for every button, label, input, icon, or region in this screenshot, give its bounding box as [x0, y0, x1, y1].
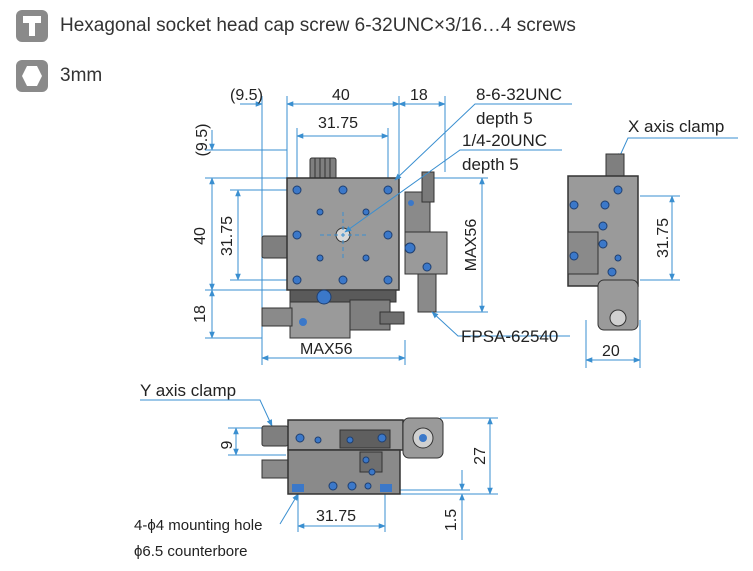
y-clamp-knob: [261, 425, 289, 447]
dim-width-40: 40: [332, 87, 350, 104]
side-view: X axis clamp 31.75 20: [567, 117, 738, 368]
dim-left-offset: (9.5): [194, 124, 211, 157]
side-dim-20: 20: [602, 343, 620, 360]
front-dim-9: 9: [219, 440, 236, 449]
wrench-legend: 3mm: [16, 60, 102, 92]
dim-bottom-18: 18: [192, 305, 209, 323]
dim-inner-h-3175: 31.75: [219, 216, 236, 256]
side-screws: [569, 185, 623, 277]
model-label: FPSA-62540: [461, 327, 558, 346]
side-micrometer: [597, 279, 639, 331]
front-dim-27: 27: [472, 447, 489, 465]
micrometer-barrel: [417, 273, 437, 313]
top-view-stage: [261, 157, 448, 339]
mount-line2: ϕ6.5 counterbore: [134, 543, 247, 560]
screw-legend: Hexagonal socket head cap screw 6-32UNC×…: [16, 10, 576, 42]
side-top-knob: [605, 153, 625, 177]
screw-legend-text: Hexagonal socket head cap screw 6-32UNC×…: [60, 15, 576, 36]
x-clamp-label: X axis clamp: [628, 117, 724, 136]
bottom-micrometer: [289, 301, 351, 339]
dim-right-18: 18: [410, 87, 428, 104]
tap2-line1: 1/4-20UNC: [462, 131, 547, 150]
tap1-line2: depth 5: [476, 109, 533, 128]
top-plate-holes: [292, 185, 393, 285]
hex-wrench-icon: [16, 60, 48, 92]
top-view: (9.5) 40 18 31.75 (9.5) 40 31.75 18 MAX5…: [192, 85, 572, 365]
front-dim-15: 1.5: [443, 509, 460, 531]
front-screws: [295, 433, 387, 491]
dim-height-40: 40: [192, 227, 209, 245]
front-dim-3175: 31.75: [316, 508, 356, 525]
top-view-dimension-lines: [209, 101, 485, 361]
side-view-dim-lines: [585, 137, 738, 368]
dim-top-offset: (9.5): [230, 87, 263, 104]
mount-line1: 4-ϕ4 mounting hole: [134, 517, 262, 534]
tap1-line1: 8-6-32UNC: [476, 85, 562, 104]
wrench-legend-text: 3mm: [60, 65, 103, 86]
side-dim-3175: 31.75: [655, 218, 672, 258]
front-view: Y axis clamp 9 27 31.75 1.5 4-ϕ4 mountin…: [134, 381, 498, 560]
top-view-leaders: [344, 103, 572, 337]
dim-max56-h: MAX56: [300, 341, 353, 358]
x-clamp-screw: [421, 171, 435, 203]
left-knob: [261, 235, 289, 259]
top-knob: [309, 157, 337, 181]
dim-max56-v: MAX56: [463, 219, 480, 272]
dim-inner-3175: 31.75: [318, 115, 358, 132]
y-clamp-label: Y axis clamp: [140, 381, 236, 400]
hex-socket-screw-icon: [16, 10, 48, 42]
tap2-line2: depth 5: [462, 155, 519, 174]
